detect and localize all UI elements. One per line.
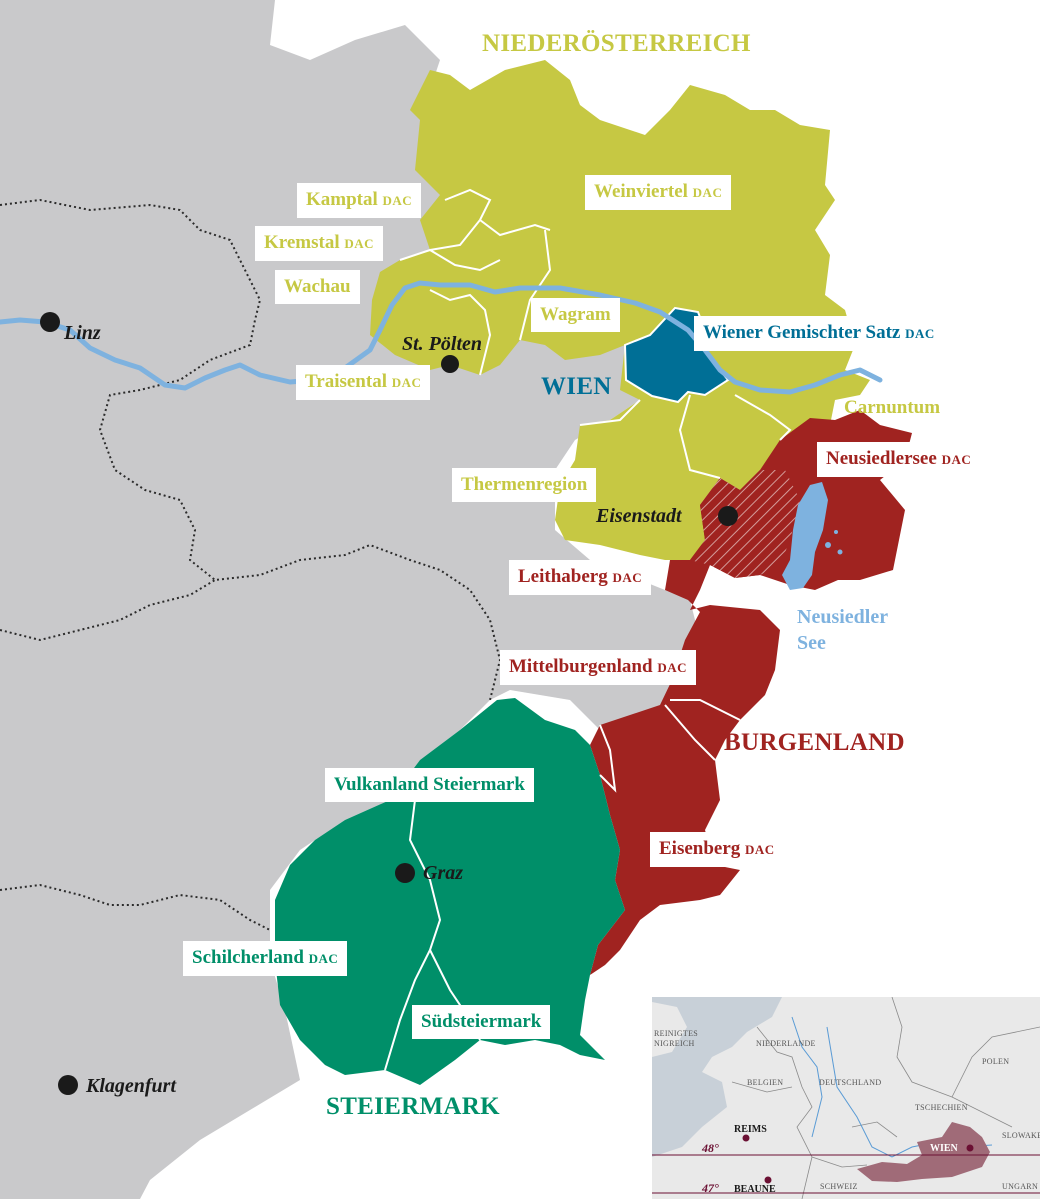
inset-wien-dot [966, 1144, 974, 1152]
inset-country-cz: TSCHECHIEN [915, 1103, 968, 1112]
inset-country-uk: REINIGTES NIGREICH [654, 1029, 699, 1048]
label-vulkanland-steiermark: Vulkanland Steiermark [325, 768, 534, 802]
inset-country-pl: POLEN [982, 1057, 1010, 1066]
europe-inset-map: REINIGTES NIGREICH NIEDERLANDE BELGIEN D… [652, 997, 1040, 1199]
label-wiener-gemischter-satz: Wiener Gemischter Satz DAC [694, 316, 944, 351]
inset-beaune-dot [764, 1176, 772, 1184]
label-leithaberg: Leithaberg DAC [509, 560, 652, 595]
inset-country-sk: SLOWAKEI [1002, 1131, 1040, 1140]
niederoesterreich-area [370, 60, 870, 560]
state-borders [0, 198, 502, 931]
label-carnuntum: Carnuntum [844, 397, 941, 418]
leithaberg-area [690, 470, 800, 578]
danube-river [0, 280, 883, 395]
inset-country-be: BELGIEN [747, 1078, 784, 1087]
city-klagenfurt: Klagenfurt [86, 1075, 177, 1097]
inset-country-hu: UNGARN [1002, 1182, 1039, 1191]
inset-sea [652, 997, 782, 1157]
neusiedler-see [782, 482, 828, 590]
label-mittelburgenland: Mittelburgenland DAC [500, 650, 696, 685]
city-eisenstadt: Eisenstadt [596, 505, 682, 527]
label-kamptal: Kamptal DAC [297, 183, 422, 218]
region-niederoesterreich: NIEDERÖSTERREICH [482, 30, 751, 57]
label-neusiedlersee: Neusiedlersee DAC [817, 442, 981, 477]
inset-country-nl: NIEDERLANDE [756, 1039, 816, 1048]
label-wachau: Wachau [275, 270, 360, 304]
inset-city-reims: REIMS [734, 1124, 767, 1135]
inset-country-de: DEUTSCHLAND [819, 1078, 882, 1087]
label-neusiedler-see: Neusiedler See [797, 606, 889, 654]
city-linz: Linz [64, 322, 101, 344]
label-eisenberg: Eisenberg DAC [650, 832, 784, 867]
label-wagram: Wagram [531, 298, 620, 332]
klagenfurt-dot [58, 1075, 78, 1095]
city-markers [40, 312, 738, 1095]
inset-city-beaune: BEAUNE [734, 1184, 776, 1195]
label-thermenregion: Thermenregion [452, 468, 597, 502]
city-st-poelten: St. Pölten [402, 333, 483, 355]
graz-dot [395, 863, 415, 883]
inset-city-wien: WIEN [930, 1143, 958, 1154]
city-graz: Graz [423, 862, 464, 884]
label-traisental: Traisental DAC [296, 365, 431, 400]
label-suedsteiermark: Südsteiermark [412, 1005, 551, 1039]
inset-reims-dot [742, 1134, 750, 1142]
eisenstadt-dot [718, 506, 738, 526]
st-poelten-dot [441, 355, 459, 373]
region-burgenland: BURGENLAND [724, 729, 905, 756]
inset-canvas [652, 997, 1040, 1199]
label-schilcherland: Schilcherland DAC [183, 941, 348, 976]
inset-country-ch: SCHWEIZ [820, 1182, 858, 1191]
linz-dot [40, 312, 60, 332]
label-weinviertel: Weinviertel DAC [585, 175, 732, 210]
steiermark-area [275, 698, 625, 1085]
inset-austria [857, 1122, 990, 1182]
inset-lat-48: 48° [702, 1141, 719, 1155]
inset-lat-47: 47° [702, 1181, 719, 1195]
region-wien: WIEN [541, 373, 612, 400]
label-kremstal: Kremstal DAC [255, 226, 384, 261]
region-steiermark: STEIERMARK [326, 1093, 500, 1120]
